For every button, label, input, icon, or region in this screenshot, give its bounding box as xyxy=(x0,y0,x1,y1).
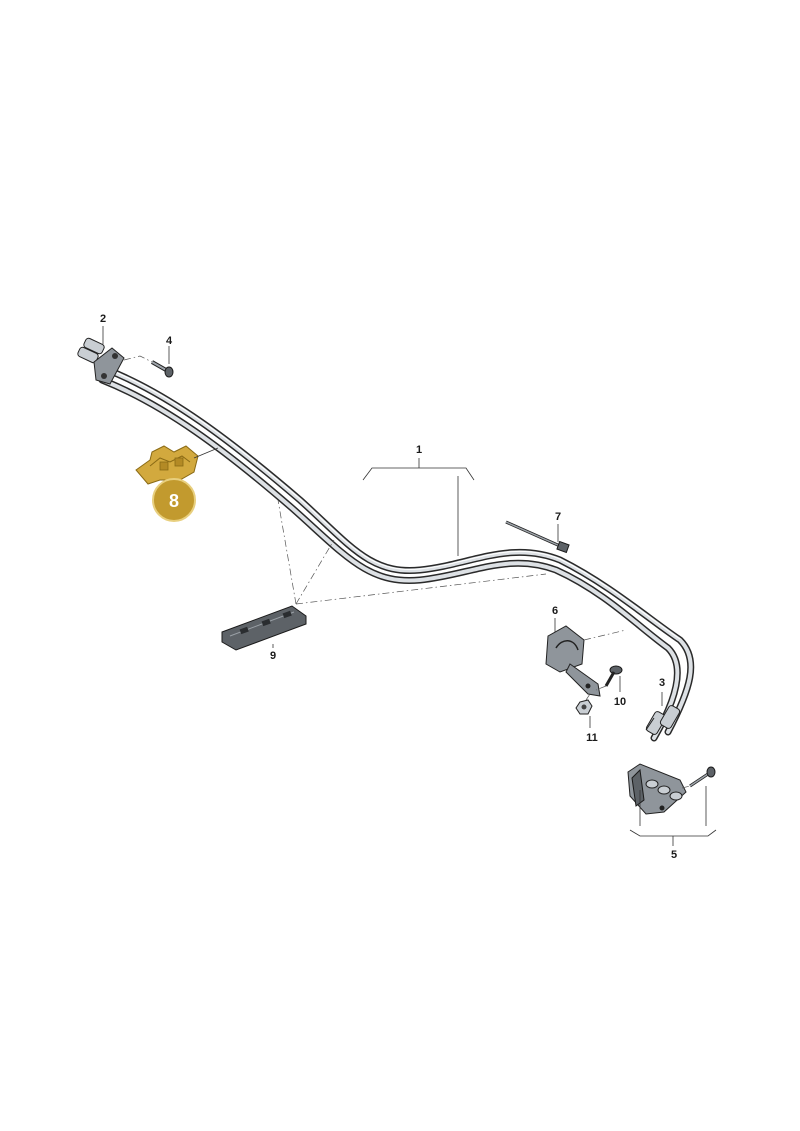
nut-11 xyxy=(575,693,593,728)
callout-4: 4 xyxy=(166,335,173,347)
callout-6: 6 xyxy=(552,605,558,617)
callout-1: 1 xyxy=(416,444,422,456)
bolt-10 xyxy=(595,665,623,692)
callout-labels: 1 2 3 4 5 6 7 9 10 11 xyxy=(100,313,677,861)
callout-11: 11 xyxy=(586,732,598,744)
bolt-4 xyxy=(151,360,174,378)
cable-tie-7 xyxy=(505,520,570,554)
end-clamp-5 xyxy=(627,763,717,846)
mounting-plate-9 xyxy=(221,605,307,651)
highlight-badge: 8 xyxy=(152,478,196,522)
callout-3: 3 xyxy=(659,677,665,689)
fuel-line-assembly xyxy=(98,366,695,742)
highlighted-bracket xyxy=(135,445,219,485)
tube-fittings-3 xyxy=(645,692,681,735)
callout-7: 7 xyxy=(555,511,561,523)
highlight-badge-label: 8 xyxy=(169,491,179,511)
callout-10: 10 xyxy=(614,696,626,708)
connector-flange xyxy=(77,337,125,385)
callout-9: 9 xyxy=(270,650,276,662)
callout-1-bracket xyxy=(362,458,475,556)
clip-bracket-6 xyxy=(545,618,627,697)
callout-2: 2 xyxy=(100,313,106,325)
callout-5: 5 xyxy=(671,849,677,861)
